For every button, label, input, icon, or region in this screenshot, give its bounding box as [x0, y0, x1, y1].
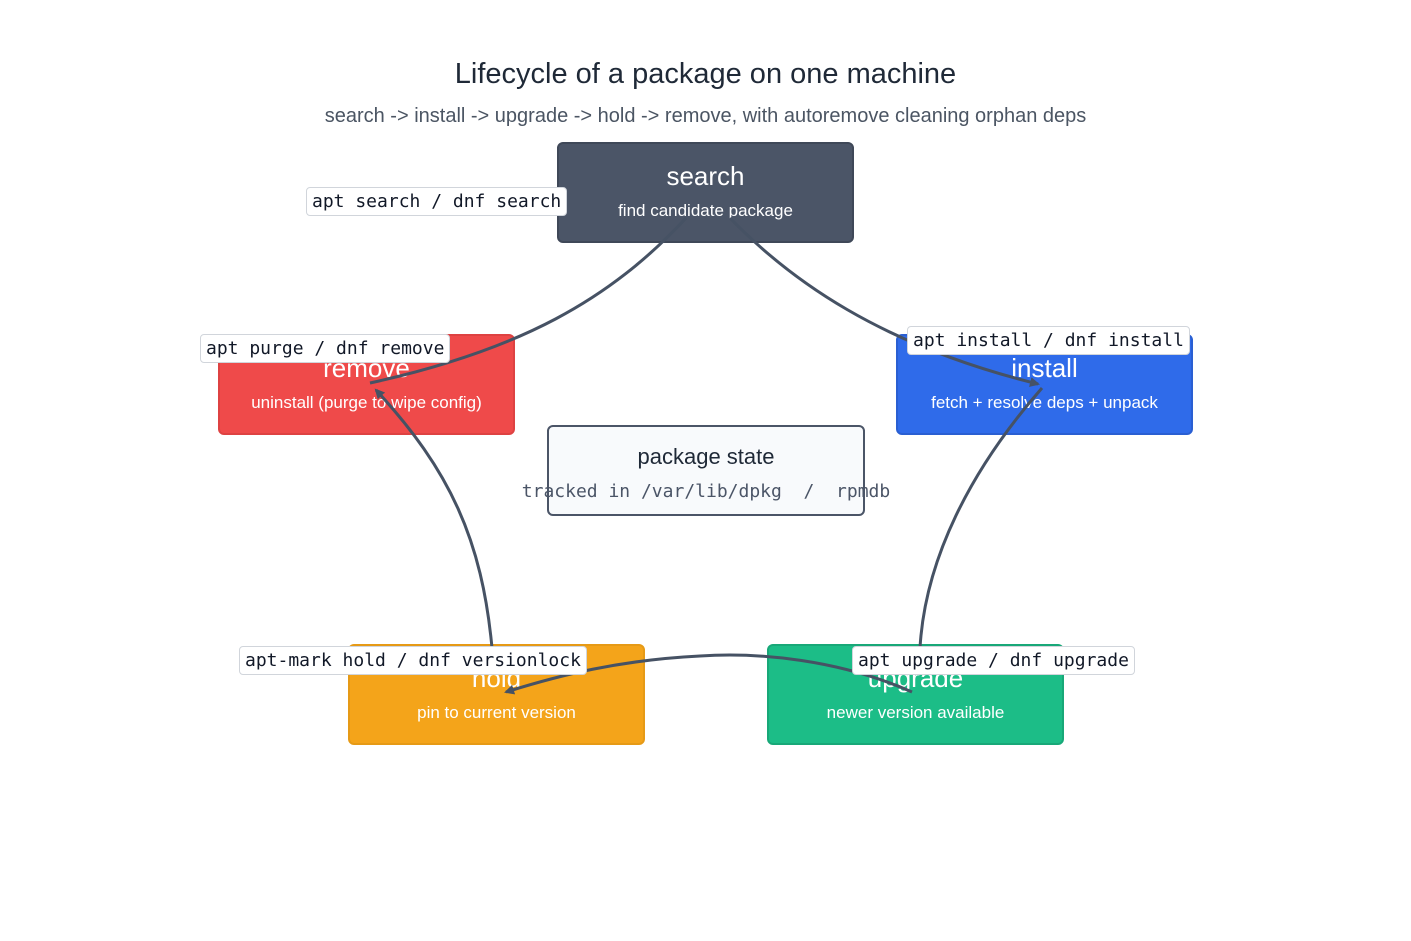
edge-hold-to-remove: [374, 388, 494, 649]
package-state-node: package state tracked in /var/lib/dpkg /…: [522, 425, 890, 516]
edge-remove-to-search: [369, 216, 688, 385]
install-node-title: install: [1011, 353, 1078, 383]
install-node-subtitle: fetch + resolve deps + unpack: [931, 393, 1158, 412]
edge-install-to-upgrade: [918, 387, 1044, 649]
search-node: search find candidate package: [557, 142, 854, 243]
package-state-title: package state: [637, 444, 775, 469]
edge-search-to-install: [728, 216, 1040, 387]
hold-node-subtitle: pin to current version: [417, 703, 576, 722]
edge-label-remove: apt purge / dnf remove: [200, 334, 451, 363]
search-node-title: search: [666, 161, 745, 191]
edge-label-install: apt install / dnf install: [907, 326, 1190, 355]
edge-upgrade-to-hold: [504, 653, 913, 695]
diagram-subtitle: search -> install -> upgrade -> hold -> …: [324, 105, 1087, 127]
search-node-subtitle: find candidate package: [618, 201, 793, 220]
diagram-title: Lifecycle of a package on one machine: [454, 58, 957, 90]
remove-node-subtitle: uninstall (purge to wipe config): [251, 393, 482, 412]
edge-label-search: apt search / dnf search: [306, 187, 568, 216]
edge-label-upgrade: apt upgrade / dnf upgrade: [852, 646, 1135, 675]
upgrade-node-subtitle: newer version available: [826, 703, 1005, 722]
edge-label-hold: apt-mark hold / dnf versionlock: [239, 646, 587, 675]
package-state-subtitle: tracked in /var/lib/dpkg / rpmdb: [521, 481, 891, 502]
